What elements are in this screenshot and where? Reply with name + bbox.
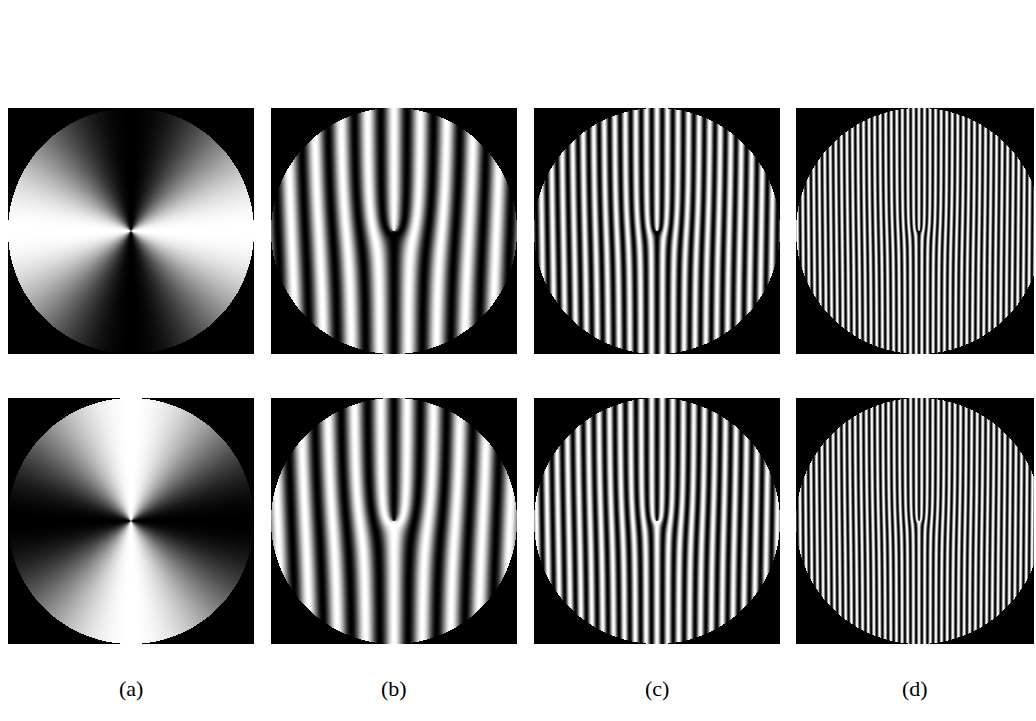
fork-hologram (534, 108, 780, 354)
panel-label: (a) (119, 676, 143, 702)
fork-hologram (271, 108, 517, 354)
panel-label: (b) (381, 676, 407, 702)
fork-hologram (796, 398, 1034, 644)
phase-pattern (8, 108, 254, 354)
fork-hologram (534, 398, 780, 644)
fork-hologram (796, 108, 1034, 354)
panel-label: (c) (645, 676, 669, 702)
panel-label: (d) (902, 676, 928, 702)
phase-pattern (8, 398, 254, 644)
fork-hologram (271, 398, 517, 644)
